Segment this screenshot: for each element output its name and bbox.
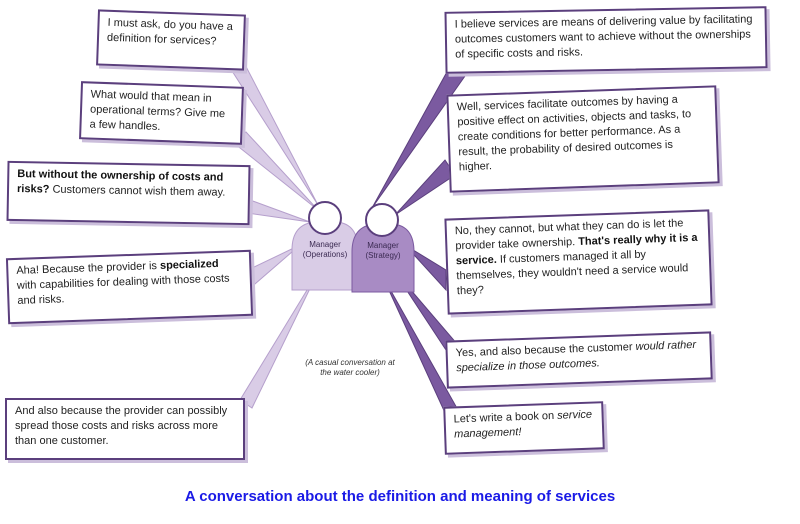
bubble-text-part: Customers cannot wish them away.: [49, 183, 226, 199]
bubble-text-part: What would that mean in operational term…: [89, 88, 226, 133]
caption: (A casual conversation at the water cool…: [305, 358, 395, 377]
manager-strategy-head: [365, 203, 399, 237]
tail-left-5: [239, 271, 319, 409]
bubble-text-part: Let's write a book on: [453, 409, 558, 426]
diagram-title: A conversation about the definition and …: [184, 488, 616, 505]
bubble-text-part: I must ask, do you have a definition for…: [106, 16, 234, 48]
bubble-right-5: Let's write a book on service management…: [443, 401, 605, 455]
bubble-right-3: No, they cannot, but what they can do is…: [444, 209, 713, 315]
manager-strategy-label: Manager (Strategy): [365, 241, 401, 260]
bubble-left-1: I must ask, do you have a definition for…: [96, 9, 246, 71]
bubble-left-4: Aha! Because the provider is specialized…: [5, 249, 254, 325]
manager-operations-head: [308, 201, 342, 235]
bubble-left-3: But without the ownership of costs and r…: [6, 160, 251, 226]
bubble-text-part: Well, services facilitate outcomes by ha…: [456, 93, 692, 174]
bubble-text-part: with capabilities for dealing with those…: [16, 272, 230, 307]
bubble-text-part: Aha! Because the provider is: [16, 259, 161, 277]
manager-operations-label: Manager (Operations): [302, 240, 348, 259]
bubble-text-part: specialized: [159, 257, 219, 272]
bubble-text-part: And also because the provider can possib…: [15, 405, 228, 447]
bubble-right-2: Well, services facilitate outcomes by ha…: [446, 85, 720, 193]
tail-left-3: [239, 199, 311, 223]
bubble-text-part: Yes, and also because the customer: [455, 341, 636, 360]
bubble-right-1: I believe services are means of deliveri…: [444, 6, 768, 74]
bubble-left-5: And also because the provider can possib…: [5, 398, 245, 460]
bubble-right-4: Yes, and also because the customer would…: [445, 331, 713, 389]
tail-right-2: [394, 159, 456, 216]
bubble-text-part: I believe services are means of deliveri…: [454, 13, 753, 61]
bubble-left-2: What would that mean in operational term…: [79, 81, 244, 145]
